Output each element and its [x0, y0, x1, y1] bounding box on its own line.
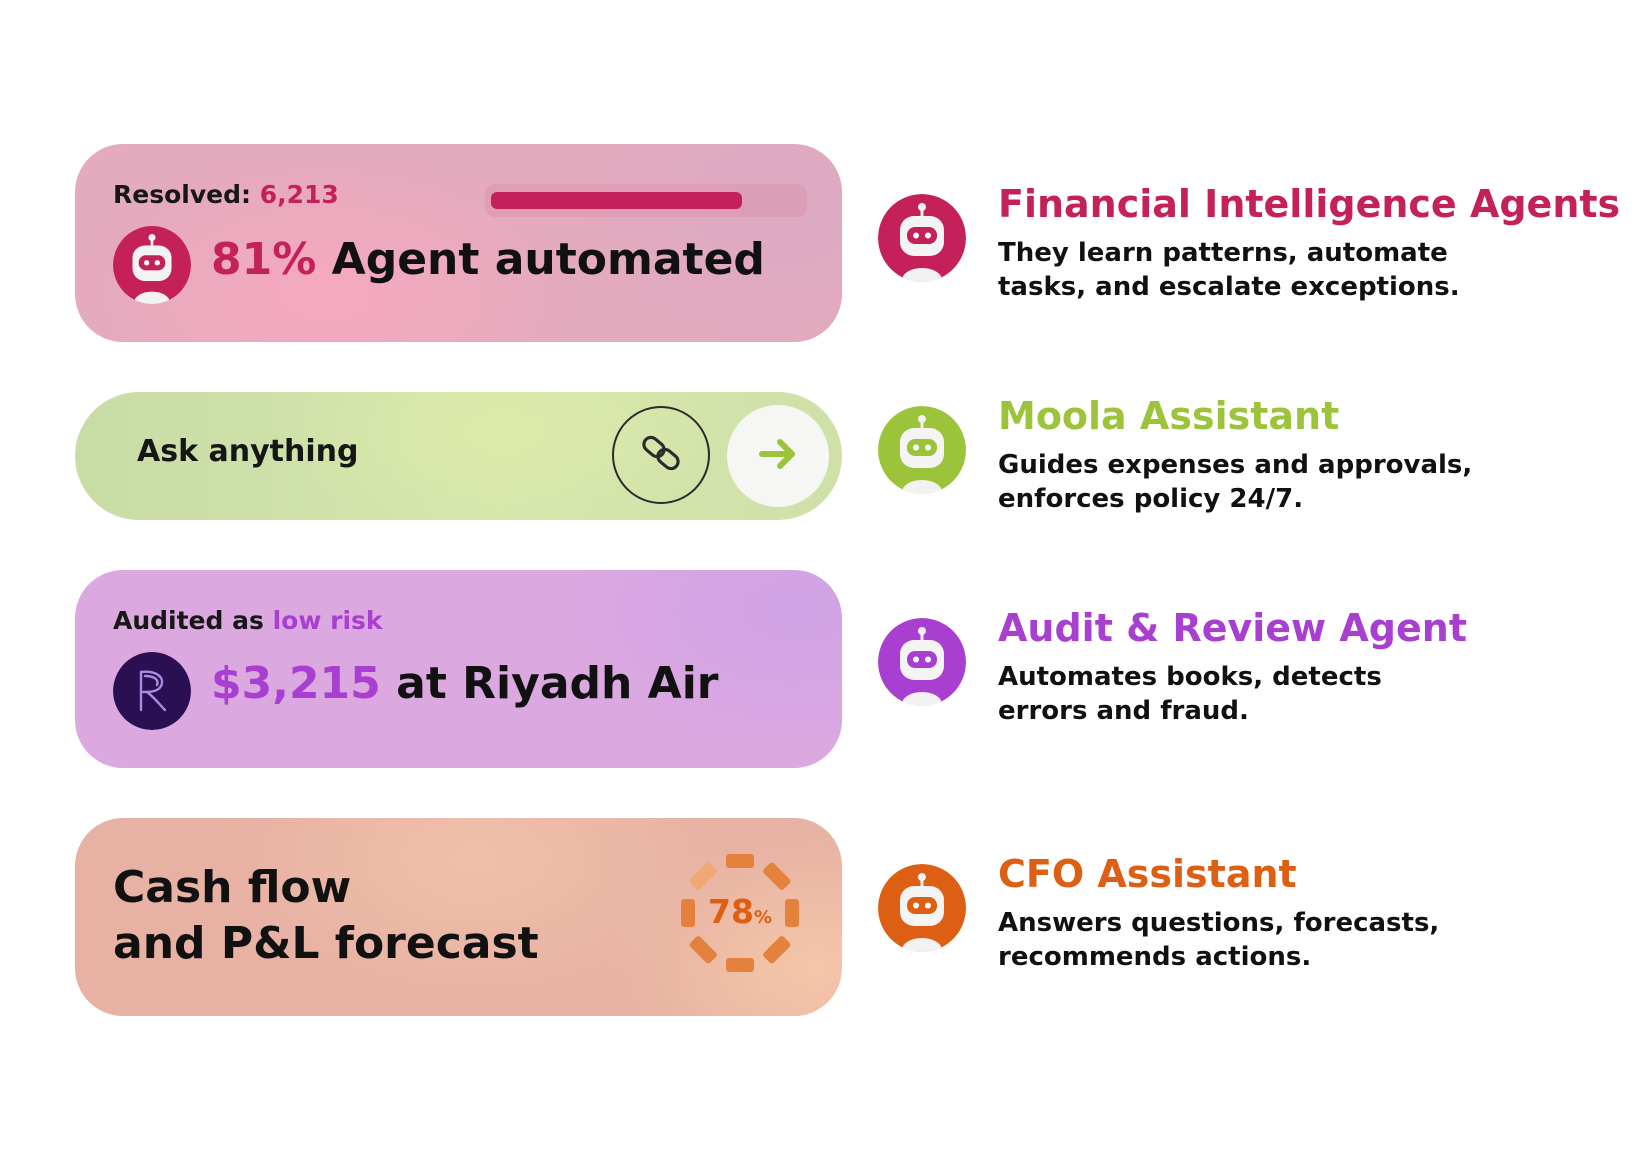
gauge-segment	[763, 862, 791, 890]
riyadh-air-logo	[113, 652, 191, 730]
agent-description-line2: recommends actions.	[998, 942, 1312, 972]
gauge-segment	[681, 899, 695, 927]
automation-text: Agent automated	[331, 234, 765, 285]
automation-percent: 81%	[211, 234, 317, 285]
agent-description: They learn patterns, automate tasks, and…	[998, 236, 1558, 304]
agent-title: Financial Intelligence Agents	[998, 182, 1621, 226]
automation-progress-bar	[485, 184, 807, 217]
gauge-value: 78	[708, 892, 754, 931]
gauge-segment	[763, 936, 791, 964]
agent-description: Answers questions, forecasts, recommends…	[998, 906, 1558, 974]
risk-level: low risk	[272, 606, 383, 635]
audit-headline: $3,215 at Riyadh Air	[211, 658, 718, 709]
link-icon	[638, 430, 684, 480]
gauge-unit: %	[754, 907, 772, 928]
arrow-right-icon	[754, 430, 802, 482]
gauge-segment	[689, 862, 717, 890]
agent-title: Audit & Review Agent	[998, 606, 1467, 650]
forecast-gauge: 78%	[675, 848, 805, 978]
agent-description-line2: enforces policy 24/7.	[998, 484, 1304, 514]
submit-button[interactable]	[727, 405, 829, 507]
resolved-card: Resolved: 6,213 81% Agent automated	[75, 144, 842, 342]
agent-title: CFO Assistant	[998, 852, 1297, 896]
agent-description-line1: Guides expenses and approvals,	[998, 450, 1473, 480]
ask-input-bar[interactable]: Ask anything	[75, 392, 842, 520]
gauge-segment	[689, 936, 717, 964]
resolved-label: Resolved:	[113, 180, 251, 209]
cash-flow-title-line2: and P&L forecast	[113, 918, 539, 969]
agent-title: Moola Assistant	[998, 394, 1340, 438]
agent-description-line1: They learn patterns, automate	[998, 238, 1448, 268]
robot-icon	[878, 194, 966, 282]
cash-flow-title-line1: Cash flow	[113, 862, 352, 913]
svg-text:78%: 78%	[708, 892, 772, 931]
automation-headline: 81% Agent automated	[211, 234, 765, 285]
audit-label-row: Audited as low risk	[113, 606, 383, 635]
gauge-segment	[785, 899, 799, 927]
robot-icon	[878, 864, 966, 952]
audit-amount: $3,215	[211, 658, 381, 709]
audit-label: Audited as	[113, 606, 264, 635]
robot-icon	[878, 618, 966, 706]
cash-flow-title: Cash flow and P&L forecast	[113, 860, 539, 972]
agent-description: Automates books, detects errors and frau…	[998, 660, 1558, 728]
audit-card: Audited as low risk $3,215 at Riyadh Air	[75, 570, 842, 768]
agent-description-line2: errors and fraud.	[998, 696, 1249, 726]
resolved-label-row: Resolved: 6,213	[113, 180, 339, 209]
agent-description-line2: tasks, and escalate exceptions.	[998, 272, 1460, 302]
gauge-segment	[726, 854, 754, 868]
attach-link-button[interactable]	[612, 406, 710, 504]
agent-description-line1: Automates books, detects	[998, 662, 1382, 692]
audit-merchant: at Riyadh Air	[396, 658, 719, 709]
robot-icon	[113, 226, 191, 304]
robot-icon	[878, 406, 966, 494]
automation-progress-fill	[491, 192, 742, 209]
ask-input[interactable]: Ask anything	[137, 434, 359, 469]
agent-description: Guides expenses and approvals, enforces …	[998, 448, 1558, 516]
cash-flow-card: Cash flow and P&L forecast 78%	[75, 818, 842, 1016]
gauge-segment	[726, 958, 754, 972]
resolved-count: 6,213	[259, 180, 339, 209]
agent-description-line1: Answers questions, forecasts,	[998, 908, 1440, 938]
